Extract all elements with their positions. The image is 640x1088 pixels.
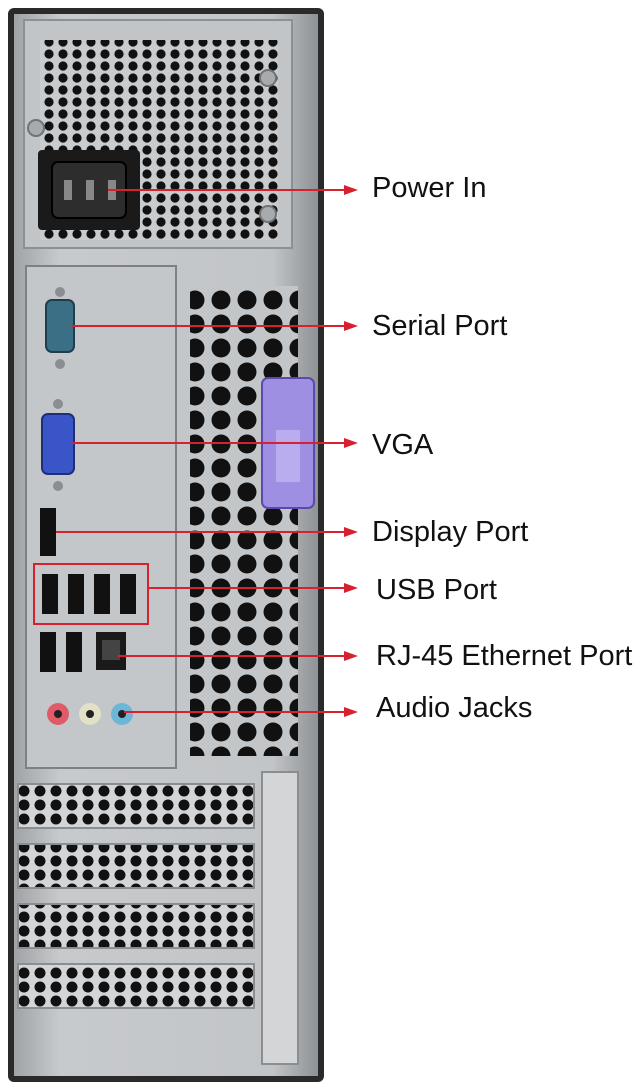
label-serial-port: Serial Port <box>372 310 508 342</box>
label-vga: VGA <box>372 429 434 461</box>
psu-screw-left <box>27 119 45 137</box>
label-display-port: Display Port <box>372 516 529 548</box>
psu-screw-top-right <box>259 69 277 87</box>
ethernet-port-icon <box>96 632 126 670</box>
psu-screw-bottom-right <box>259 205 277 223</box>
label-rj45-ethernet-port: RJ-45 Ethernet Port <box>376 642 633 671</box>
callout-lines <box>56 185 358 717</box>
audio-jack-icon <box>47 703 133 725</box>
usb-group-outline <box>33 563 149 625</box>
expansion-slots <box>17 771 299 1065</box>
label-power-in: Power In <box>372 172 487 204</box>
usb-port-icon <box>40 574 136 672</box>
displayport-icon <box>40 508 56 556</box>
label-audio-jacks: Audio Jacks <box>376 692 533 724</box>
label-usb-port: USB Port <box>376 574 497 606</box>
side-vent-grille <box>190 286 298 756</box>
